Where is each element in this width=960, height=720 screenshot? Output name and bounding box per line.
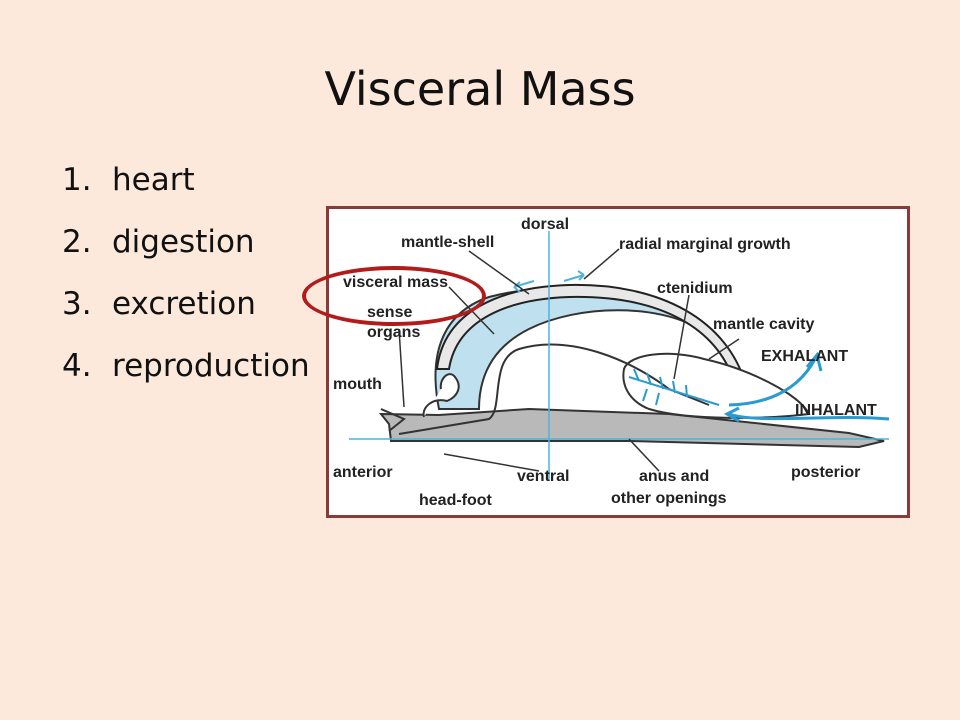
mollusc-diagram-svg: dorsal mantle-shell radial marginal grow… bbox=[333, 216, 890, 509]
label-anterior: anterior bbox=[333, 464, 393, 481]
label-posterior: posterior bbox=[791, 464, 860, 481]
gut-line bbox=[398, 343, 710, 435]
inhalant-arrow bbox=[728, 412, 890, 421]
slide-title: Visceral Mass bbox=[324, 62, 636, 116]
head-foot-shape bbox=[378, 407, 885, 449]
ctenidium-shape bbox=[628, 368, 720, 406]
label-ventral: ventral bbox=[517, 468, 569, 485]
mantle-cavity-shape bbox=[622, 352, 811, 419]
list-item: 2.digestion bbox=[62, 224, 255, 260]
list-item: 1.heart bbox=[62, 162, 195, 198]
inhalant-arrowhead bbox=[723, 406, 740, 423]
label-head-foot: head-foot bbox=[419, 492, 493, 509]
label-radial-growth: radial marginal growth bbox=[619, 236, 791, 253]
exhalant-arrow bbox=[728, 358, 817, 407]
label-mantle-cavity: mantle cavity bbox=[713, 316, 814, 333]
label-inhalant: INHALANT bbox=[795, 402, 877, 419]
bullet-list: 1.heart 2.digestion 3.excretion 4.reprod… bbox=[62, 162, 310, 410]
label-anus-1: anus and bbox=[639, 468, 709, 485]
mollusc-diagram: dorsal mantle-shell radial marginal grow… bbox=[326, 206, 910, 518]
label-anus-2: other openings bbox=[611, 490, 727, 507]
visceral-mass-highlight-ring bbox=[302, 266, 486, 326]
list-item: 4.reproduction bbox=[62, 348, 310, 384]
mouth-shape bbox=[380, 408, 406, 432]
list-item: 3.excretion bbox=[62, 286, 256, 322]
exhalant-arrowhead bbox=[805, 351, 823, 372]
growth-arrow-right bbox=[563, 270, 585, 282]
label-sense-organs-2: organs bbox=[367, 324, 420, 341]
label-mantle-shell: mantle-shell bbox=[401, 234, 494, 251]
label-dorsal: dorsal bbox=[521, 216, 569, 233]
label-mouth: mouth bbox=[333, 376, 382, 393]
head-shape bbox=[422, 373, 460, 418]
label-ctenidium: ctenidium bbox=[657, 280, 733, 297]
label-exhalant: EXHALANT bbox=[761, 348, 848, 365]
